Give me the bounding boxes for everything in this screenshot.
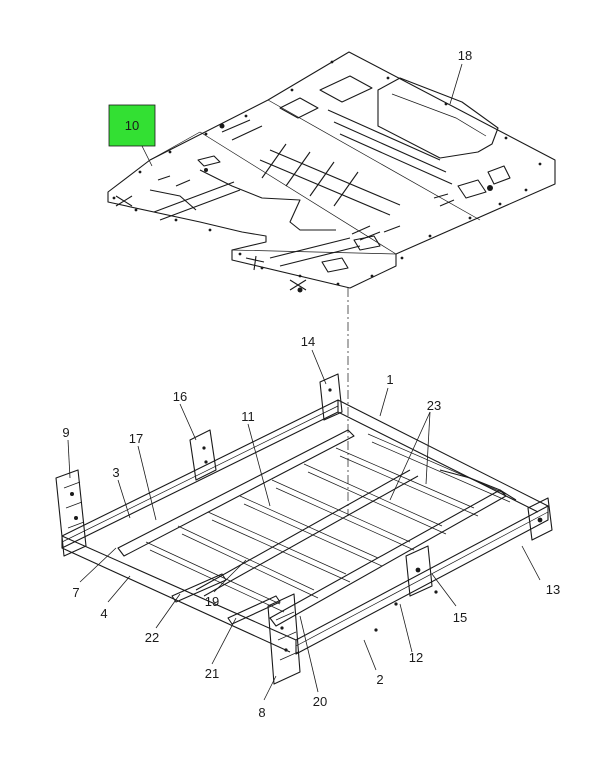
- callouts: 10 18 14 1 16 23 9 11 17 3 7 4 19 22 13 …: [62, 48, 560, 720]
- callout-13[interactable]: 13: [546, 582, 560, 597]
- callout-10[interactable]: 10: [125, 118, 139, 133]
- callout-8[interactable]: 8: [258, 705, 265, 720]
- callout-1[interactable]: 1: [386, 372, 393, 387]
- callout-9[interactable]: 9: [62, 425, 69, 440]
- callout-20[interactable]: 20: [313, 694, 327, 709]
- callout-23[interactable]: 23: [427, 398, 441, 413]
- callout-12[interactable]: 12: [409, 650, 423, 665]
- callout-14[interactable]: 14: [301, 334, 315, 349]
- frame-assembly: [55, 373, 553, 685]
- callout-7[interactable]: 7: [72, 585, 79, 600]
- leader-lines: [67, 63, 541, 701]
- callout-11[interactable]: 11: [241, 409, 255, 424]
- callout-21[interactable]: 21: [205, 666, 219, 681]
- callout-10-highlight: [108, 104, 156, 147]
- floor-panel-assembly: [107, 51, 556, 293]
- callout-16[interactable]: 16: [173, 389, 187, 404]
- callout-22[interactable]: 22: [145, 630, 159, 645]
- callout-17[interactable]: 17: [129, 431, 143, 446]
- callout-2[interactable]: 2: [376, 672, 383, 687]
- callout-3[interactable]: 3: [112, 465, 119, 480]
- callout-4[interactable]: 4: [100, 606, 107, 621]
- callout-18[interactable]: 18: [458, 48, 472, 63]
- callout-19[interactable]: 19: [205, 594, 219, 609]
- callout-15[interactable]: 15: [453, 610, 467, 625]
